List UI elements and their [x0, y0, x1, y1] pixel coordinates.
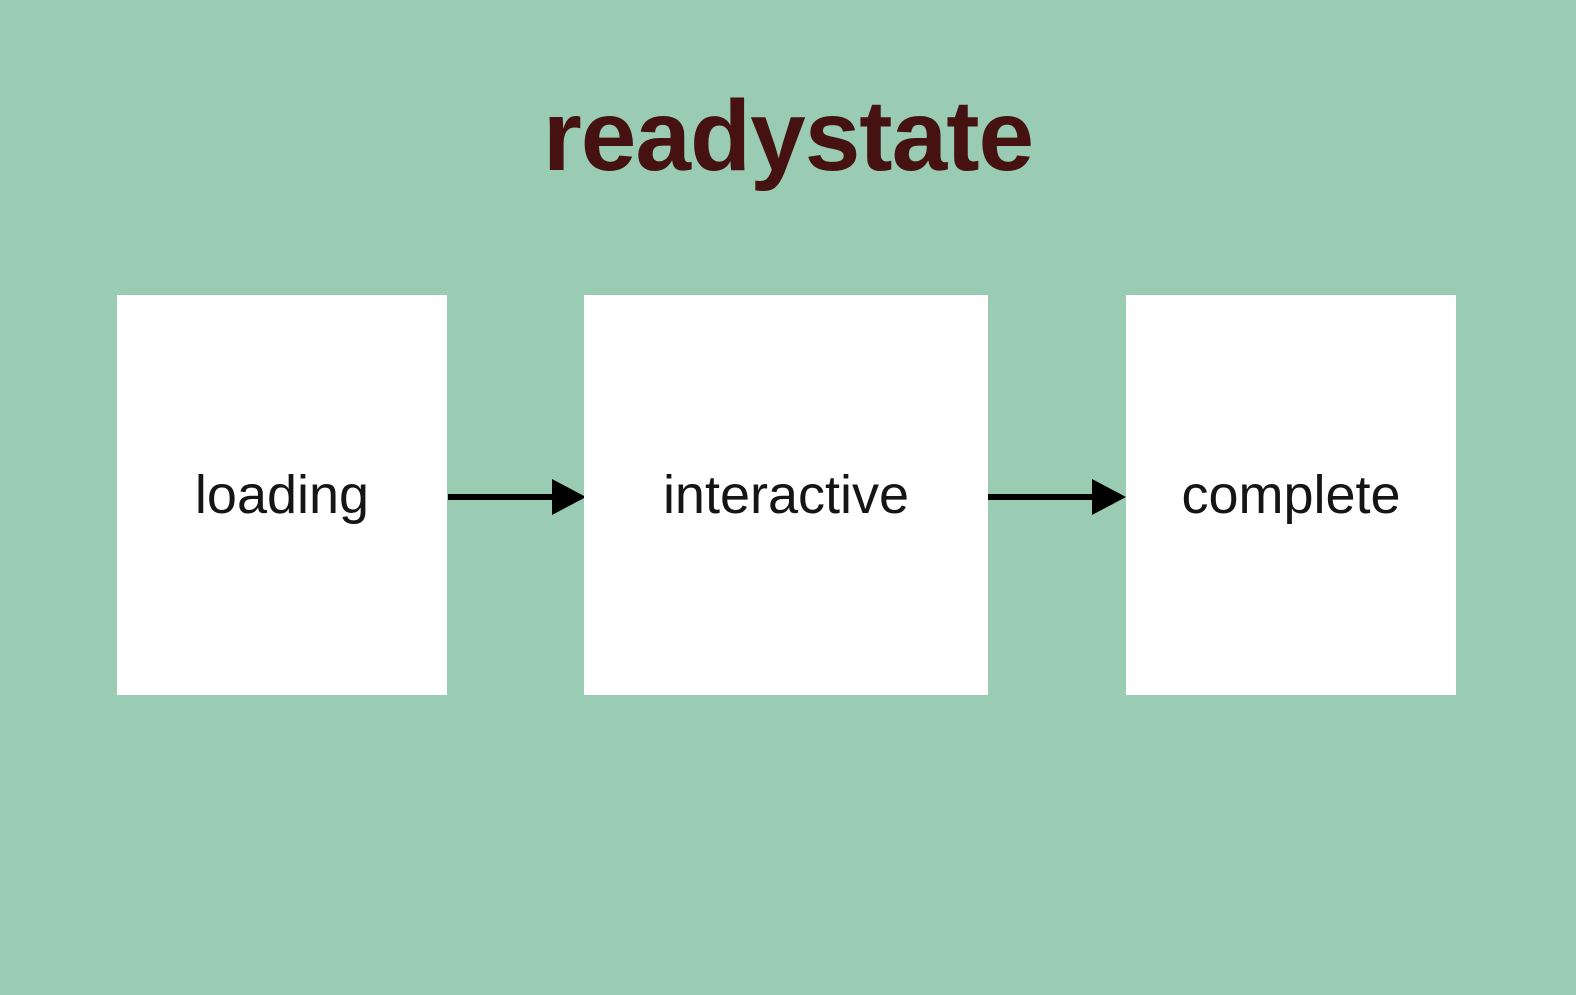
state-label-complete: complete	[1181, 465, 1401, 525]
state-label-interactive: interactive	[662, 465, 910, 525]
flow-arrow-icon	[448, 479, 586, 515]
flow-arrow-icon	[988, 479, 1126, 515]
state-box-interactive: interactive	[584, 295, 988, 695]
state-box-loading: loading	[117, 295, 447, 695]
state-label-loading: loading	[194, 465, 370, 525]
diagram-title: readystate	[542, 80, 1034, 192]
state-box-complete: complete	[1126, 295, 1456, 695]
